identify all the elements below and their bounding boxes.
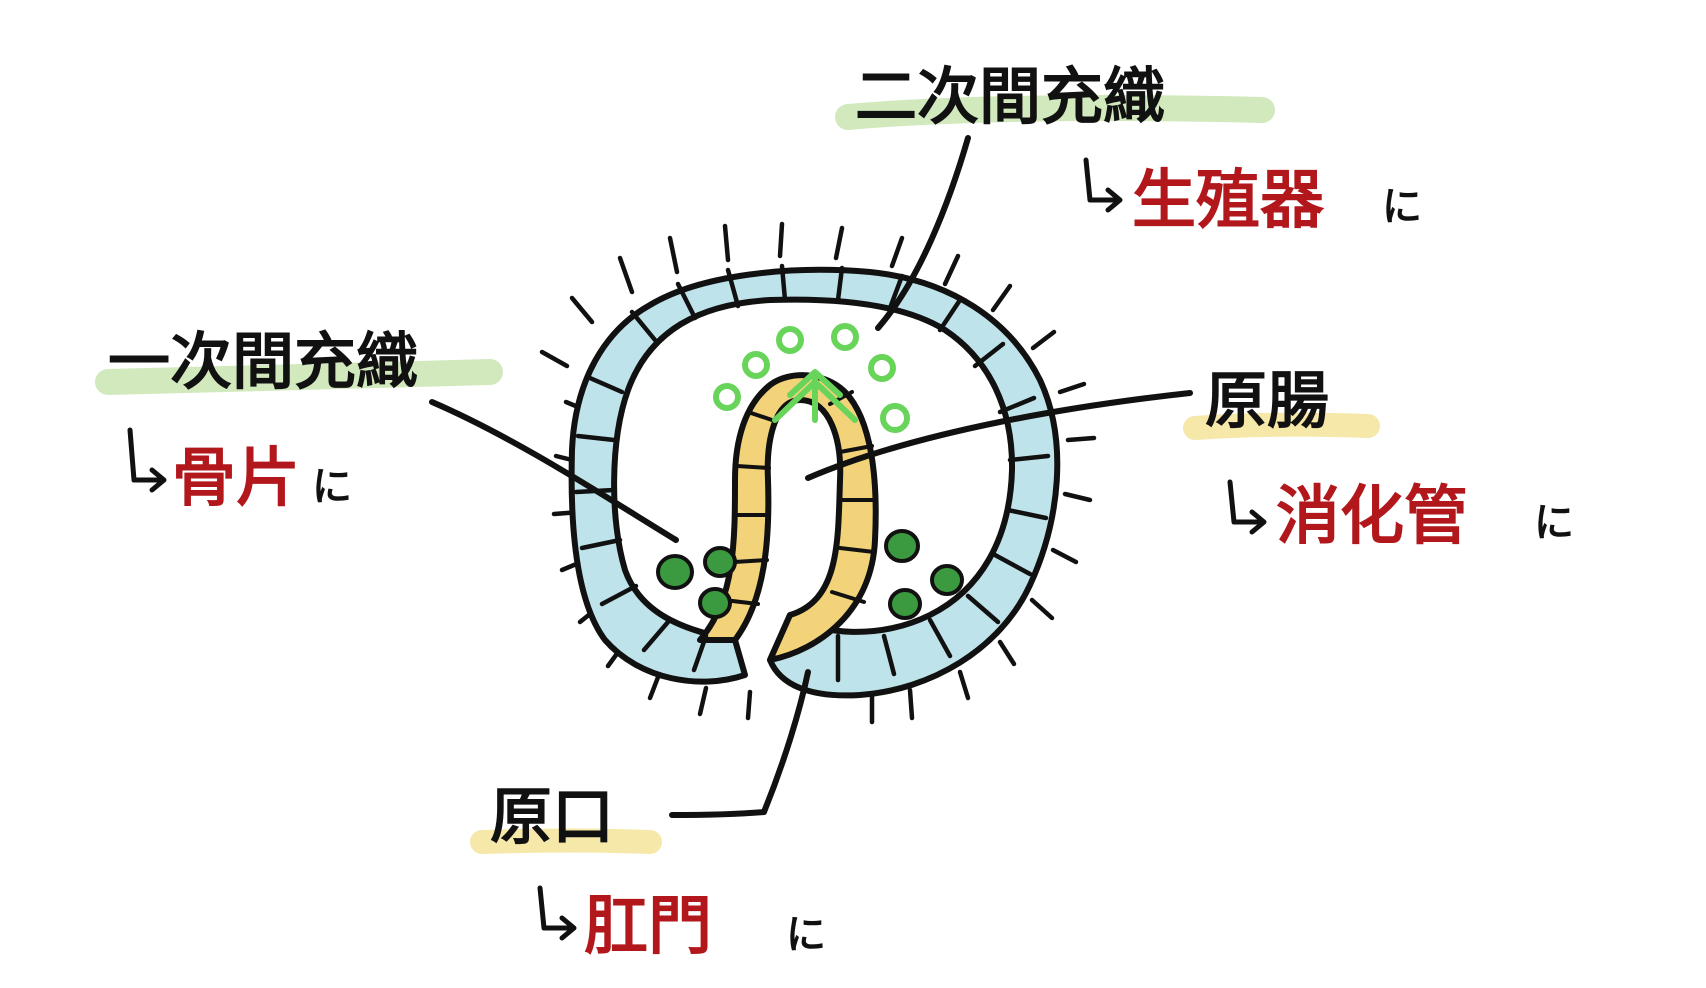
primary-mesenchyme-fate-arrow — [127, 427, 167, 493]
secondary-mesenchyme-suffix: に — [1382, 184, 1422, 230]
primary-mesenchyme-suffix: に — [312, 464, 352, 510]
secondary-mesenchyme-cells — [713, 323, 910, 433]
highlight-secondary-mesenchyme — [835, 95, 1275, 130]
archenteron-term: 原腸 — [1205, 364, 1329, 437]
cilia — [539, 221, 1097, 725]
blastopore-fate-arrow — [537, 885, 577, 941]
ectoderm — [568, 266, 1061, 699]
secondary-mesenchyme-fate-arrow — [1083, 157, 1123, 213]
primary-mesenchyme-cells — [656, 529, 964, 620]
primary-mesenchyme-fate: 骨片 — [172, 442, 300, 516]
leader-primary-mesenchyme — [429, 399, 679, 543]
archenteron-fate: 消化管 — [1276, 480, 1468, 554]
archenteron-suffix: に — [1534, 500, 1574, 546]
leader-archenteron — [805, 390, 1193, 481]
highlight-blastopore — [470, 828, 662, 854]
leader-blastopore — [669, 669, 811, 818]
secondary-mesenchyme-movement-arrows — [772, 369, 858, 423]
highlight-archenteron — [1183, 412, 1380, 440]
secondary-mesenchyme-term: 二次間充織 — [855, 60, 1165, 133]
secondary-mesenchyme-fate: 生殖器 — [1132, 164, 1325, 238]
primary-mesenchyme-term: 一次間充織 — [108, 325, 418, 398]
archenteron-fate-arrow — [1227, 479, 1267, 535]
blastopore-term: 原口 — [490, 780, 614, 853]
leader-secondary-mesenchyme — [875, 135, 971, 331]
blastopore-fate: 肛門 — [584, 890, 712, 964]
blastopore-suffix: に — [786, 912, 826, 958]
leader-lines — [429, 135, 1193, 818]
archenteron-wall — [697, 372, 879, 663]
ectoderm-cell-lines — [573, 263, 1051, 683]
highlight-primary-mesenchyme — [95, 359, 503, 395]
